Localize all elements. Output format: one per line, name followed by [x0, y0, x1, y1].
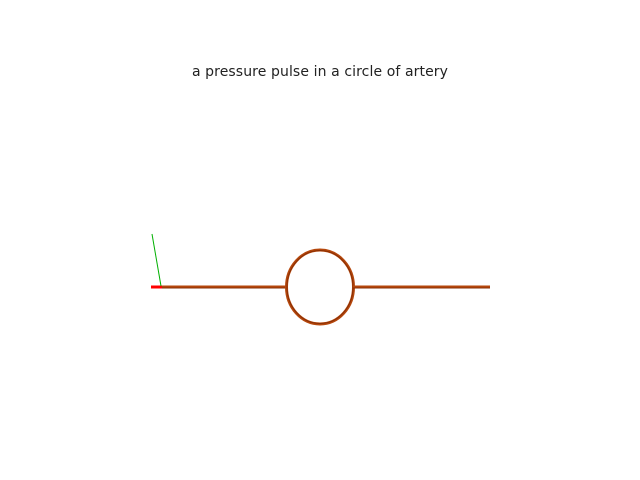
artery-circle-shade: [286, 250, 354, 324]
pressure-indicator-line: [151, 233, 162, 287]
diagram-title: a pressure pulse in a circle of artery: [191, 64, 449, 80]
